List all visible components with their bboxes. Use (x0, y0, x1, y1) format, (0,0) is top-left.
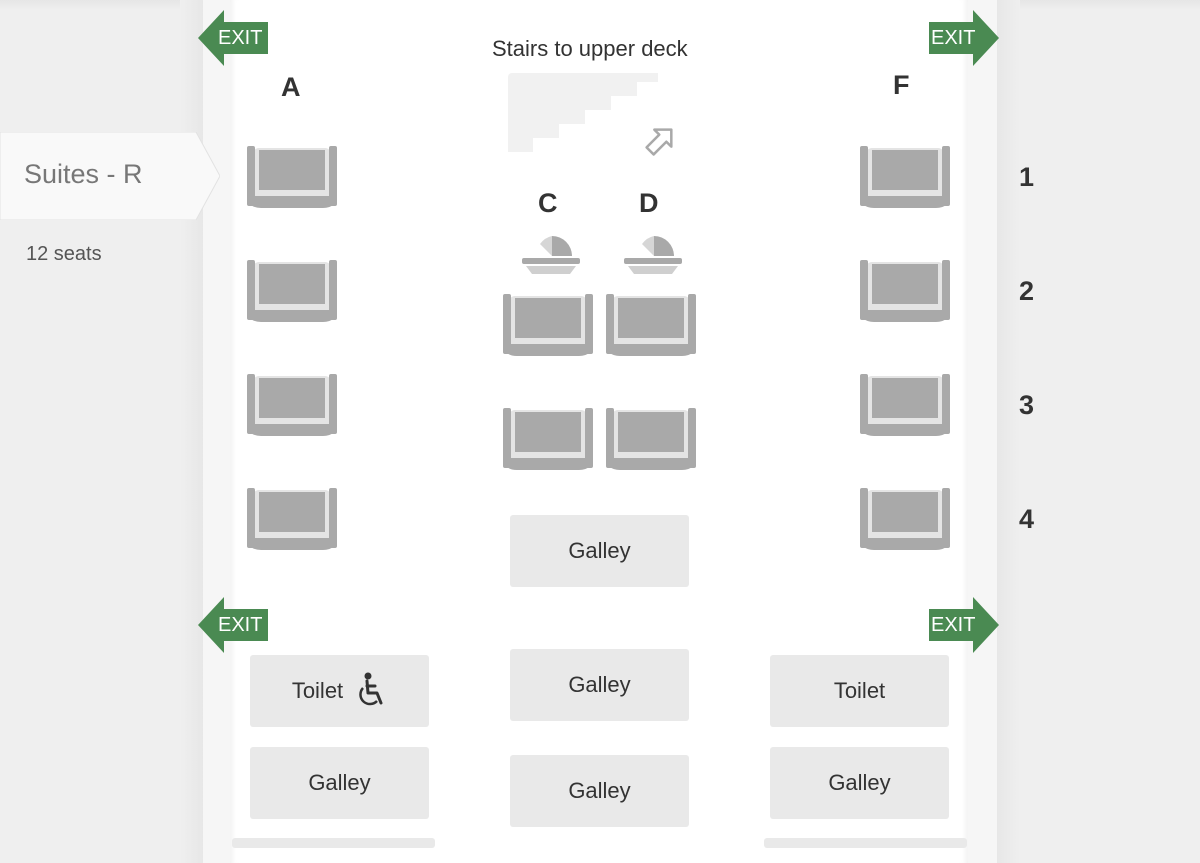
seat-2f[interactable] (860, 256, 950, 322)
row-label-4: 4 (1019, 504, 1035, 534)
seat-1a[interactable] (247, 142, 337, 208)
galley-center-3-label: Galley (568, 778, 631, 803)
seat-3d[interactable] (606, 404, 696, 470)
seat-count: 12 seats (26, 243, 102, 265)
seat-4f[interactable] (860, 484, 950, 550)
floor-strip-left (232, 838, 435, 848)
galley-center-2: Galley (510, 649, 689, 721)
seat-2a[interactable] (247, 256, 337, 322)
galley-left-label: Galley (308, 770, 371, 795)
seat-4a[interactable] (247, 484, 337, 550)
column-label-f: F (893, 70, 910, 100)
seat-2d[interactable] (606, 290, 696, 356)
seat-2c[interactable] (503, 290, 593, 356)
seat-1f[interactable] (860, 142, 950, 208)
seat-3f[interactable] (860, 370, 950, 436)
stairs-to-upper-deck (508, 73, 690, 172)
exit-front-right-label: EXIT (931, 27, 976, 49)
toilet-right: Toilet (770, 655, 949, 727)
column-label-c: C (538, 188, 558, 218)
fuselage-outer-right (997, 0, 1020, 863)
galley-center-3: Galley (510, 755, 689, 827)
fuselage-outer-left (180, 0, 203, 863)
row-label-2: 2 (1019, 276, 1035, 306)
stairs-label: Stairs to upper deck (492, 36, 688, 61)
seat-3c[interactable] (503, 404, 593, 470)
row-label-1: 1 (1019, 162, 1035, 192)
cabin-class-label: Suites - R (24, 159, 143, 189)
bassinet-d-icon (624, 232, 684, 276)
toilet-left-label: Toilet (291, 678, 344, 703)
galley-center-1: Galley (510, 515, 689, 587)
seat-3a[interactable] (247, 370, 337, 436)
floor-strip-right (764, 838, 967, 848)
cabin-class-tab[interactable] (0, 132, 220, 220)
exit-rear-left-label: EXIT (218, 614, 263, 636)
exit-front-left-label: EXIT (218, 27, 263, 49)
column-label-a: A (281, 72, 301, 102)
toilet-right-label: Toilet (833, 678, 886, 703)
row-label-3: 3 (1019, 390, 1035, 420)
stairs-icon (508, 73, 690, 172)
galley-right: Galley (770, 747, 949, 819)
wheelchair-icon (359, 672, 383, 706)
galley-right-label: Galley (828, 770, 891, 795)
galley-center-1-label: Galley (568, 538, 631, 563)
column-label-d: D (639, 188, 659, 218)
toilet-accessible-left: Toilet (250, 655, 429, 727)
bassinet-c-icon (522, 232, 582, 276)
exit-rear-right-label: EXIT (931, 614, 976, 636)
galley-left: Galley (250, 747, 429, 819)
galley-center-2-label: Galley (568, 672, 631, 697)
